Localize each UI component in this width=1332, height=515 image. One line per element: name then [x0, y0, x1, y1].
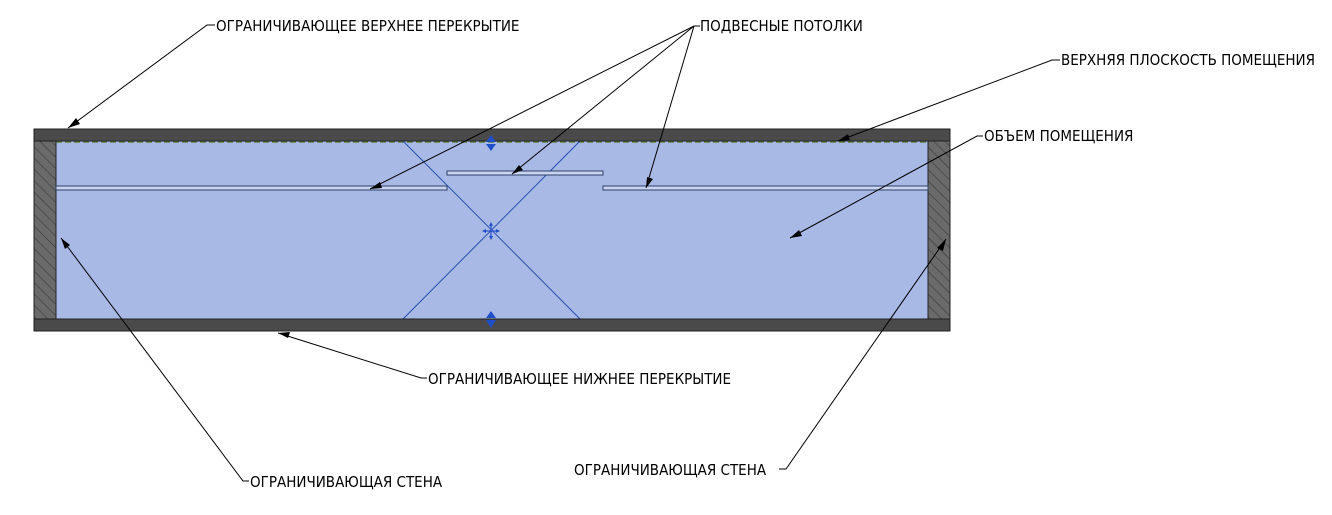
leader-left-wall	[60, 237, 249, 482]
right-wall[interactable]	[927, 140, 951, 320]
left-wall[interactable]	[33, 140, 57, 320]
label-left-wall: ОГРАНИЧИВАЮЩАЯ СТЕНА	[250, 473, 443, 491]
leader-suspended-ceilings	[369, 25, 700, 190]
suspended-ceiling-middle[interactable]	[446, 170, 604, 176]
label-upper-slab: ОГРАНИЧИВАЮЩЕЕ ВЕРХНЕЕ ПЕРЕКРЫТИЕ	[216, 17, 519, 35]
leader-room-volume	[789, 135, 983, 239]
suspended-ceiling-right[interactable]	[602, 185, 929, 191]
up-down-arrow-icon[interactable]	[486, 135, 496, 151]
label-right-wall: ОГРАНИЧИВАЮЩАЯ СТЕНА	[574, 461, 767, 479]
label-suspended-ceilings: ПОДВЕСНЫЕ ПОТОЛКИ	[700, 17, 863, 35]
label-lower-slab: ОГРАНИЧИВАЮЩЕЕ НИЖНЕЕ ПЕРЕКРЫТИЕ	[428, 370, 731, 388]
leader-right-wall	[779, 238, 947, 470]
label-room-volume: ОБЪЕМ ПОМЕЩЕНИЯ	[984, 127, 1133, 145]
label-upper-plane: ВЕРХНЯЯ ПЛОСКОСТЬ ПОМЕЩЕНИЯ	[1061, 51, 1315, 69]
leader-upper-plane	[837, 59, 1060, 142]
leader-lower-slab	[277, 332, 427, 379]
suspended-ceiling-left[interactable]	[55, 185, 448, 191]
leader-upper-slab	[67, 24, 215, 129]
up-down-arrow-icon[interactable]	[486, 311, 496, 328]
move-cross-icon[interactable]	[482, 222, 500, 240]
